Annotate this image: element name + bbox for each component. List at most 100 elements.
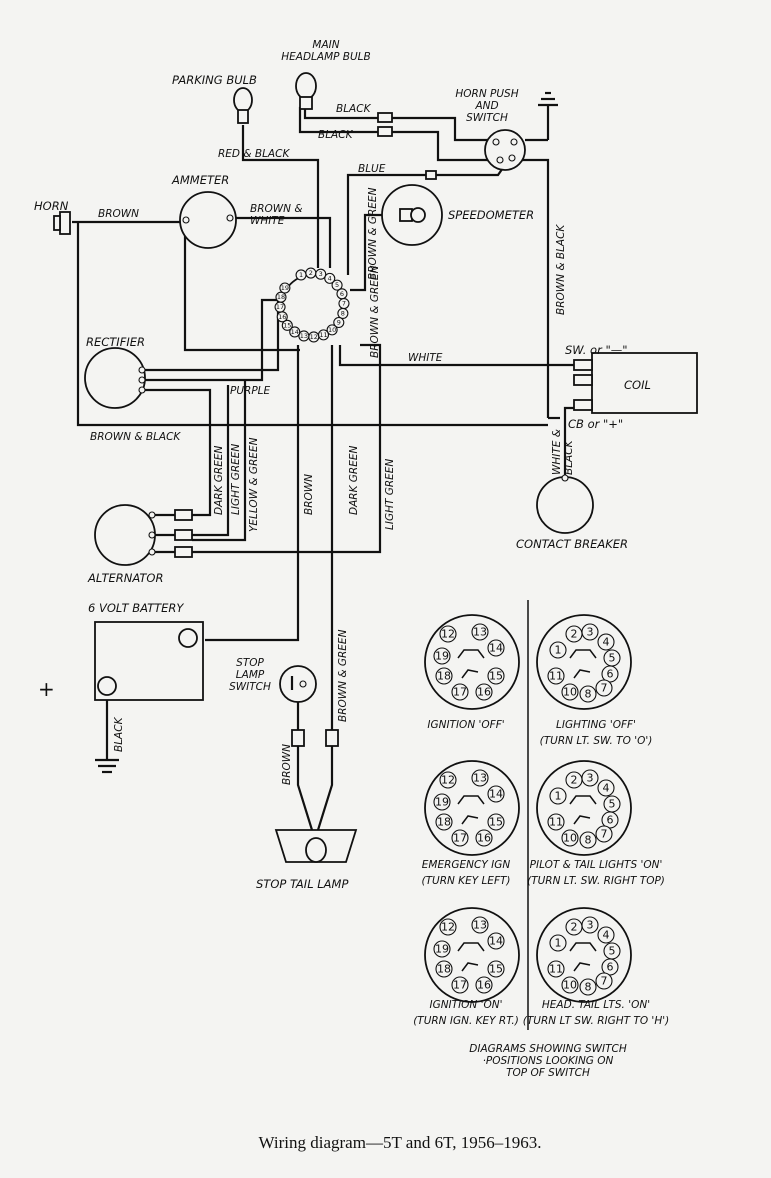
stop-lamp-switch-icon [279,665,317,703]
horn-icon [53,211,71,235]
switch-diagram-sublabel: (TURN LT SW. RIGHT TO 'H') [523,1015,669,1027]
wire-label-purple: PURPLE [230,385,270,397]
main-switch-pin [289,326,301,338]
switch-contact-number: 19 [435,943,449,956]
stop-tail-lamp-icon [274,829,358,863]
switch-contact [475,683,493,701]
switch-contact-number: 19 [435,650,449,663]
main-switch-pin-number: 14 [291,328,299,336]
switch-contact [451,976,469,994]
switch-contact [597,779,615,797]
switch-contact-number: 8 [585,688,592,701]
main-switch-pin-number: 1 [299,271,303,279]
main-switch-pin-number: 10 [328,326,336,334]
switch-contact-number: 17 [453,686,467,699]
horn-push-switch-icon [484,91,558,171]
coil-label: COIL [624,378,651,392]
wire-label-brown-black-left: BROWN & BLACK [90,431,181,443]
wire-label-black-battery: BLACK [113,716,125,752]
switch-contact-number: 18 [437,963,451,976]
switch-contact-number: 15 [489,670,503,683]
stop-tail-lamp-label: STOP TAIL LAMP [256,877,348,891]
wire-label-red-black: RED & BLACK [218,148,290,160]
switch-contact-number: 7 [601,828,608,841]
switch-contact [487,932,505,950]
main-switch-pin [331,279,343,291]
stop-wire-connector-1 [291,729,305,747]
main-switch-pin-number: 3 [319,270,323,278]
wire-label-brown-green-stop: BROWN & GREEN [337,629,349,722]
switch-diagram-sublabel: (TURN KEY LEFT) [422,875,511,887]
switch-contact [595,972,613,990]
switch-contact-number: 13 [473,626,487,639]
coil-sw-label: SW. or "—" [565,343,628,357]
main-switch-pin [337,307,349,319]
switch-contact-number: 6 [607,814,614,827]
switch-contact [547,667,565,685]
switch-contact-number: 4 [603,636,610,649]
switch-contact [487,639,505,657]
wire-label-brown-stop: BROWN [281,744,293,785]
switch-contact [597,926,615,944]
switch-contact-number: 5 [609,652,616,665]
switch-contact [581,916,599,934]
switch-contact-number: 6 [607,668,614,681]
main-switch-pin-number: 9 [337,319,341,327]
main-switch-pin-number: 17 [276,303,284,311]
switch-contact-number: 1 [555,937,562,950]
main-switch-pin [326,324,338,336]
switch-contact [439,625,457,643]
black-wire-connector-1 [377,112,393,123]
blue-wire-connector [425,170,437,180]
parking-bulb-label: PARKING BULB [172,73,257,87]
parking-bulb-icon [233,87,253,124]
switch-contact-number: 10 [563,979,577,992]
stop-wire-connector-2 [325,729,339,747]
main-switch-pin-number: 2 [309,269,313,277]
main-switch-pin-number: 4 [328,274,332,282]
horn-label: HORN [34,199,69,213]
alternator-icon [94,504,193,566]
switch-contact-number: 15 [489,816,503,829]
wire-label-yellow-green: YELLOW & GREEN [248,437,260,532]
figure-caption: Wiring diagram—5T and 6T, 1956–1963. [259,1133,542,1152]
switch-contact-number: 16 [477,832,491,845]
switch-contact-number: 5 [609,798,616,811]
switch-contact-number: 13 [473,919,487,932]
switch-contact [451,829,469,847]
ammeter-label: AMMETER [171,173,229,187]
wire-label-brown-white: BROWN &WHITE [250,203,303,227]
switch-contact [595,825,613,843]
switch-contact [439,771,457,789]
switch-contact [433,940,451,958]
switch-contact-number: 11 [549,963,563,976]
switch-contact [471,769,489,787]
switch-contact [579,978,597,996]
switch-contact-number: 10 [563,686,577,699]
main-switch-pin [333,316,345,329]
main-switch-pin-number: 6 [340,290,344,298]
switch-contact [547,813,565,831]
main-switch-pin [298,330,310,342]
switch-contact [561,976,579,994]
switch-contact-number: 7 [601,682,608,695]
speedometer-icon [381,184,443,246]
wire-labels: BLACK BLACK RED & BLACK BLUE BROWN BROWN… [90,103,575,785]
black-wire-connector-2 [377,126,393,137]
wire-label-brown-horn: BROWN [98,208,139,220]
switch-contact [433,647,451,665]
main-switch-pin-number: 11 [319,331,327,339]
wire-label-dark-green-2: DARK GREEN [348,446,360,515]
switch-contact [439,918,457,936]
main-switch-pin-number: 7 [342,300,346,308]
contact-breaker-icon [536,474,594,534]
switch-contact-number: 3 [587,626,594,639]
switch-contact-number: 18 [437,816,451,829]
switch-diagram-sublabel: (TURN LT. SW. RIGHT TOP) [527,875,665,887]
